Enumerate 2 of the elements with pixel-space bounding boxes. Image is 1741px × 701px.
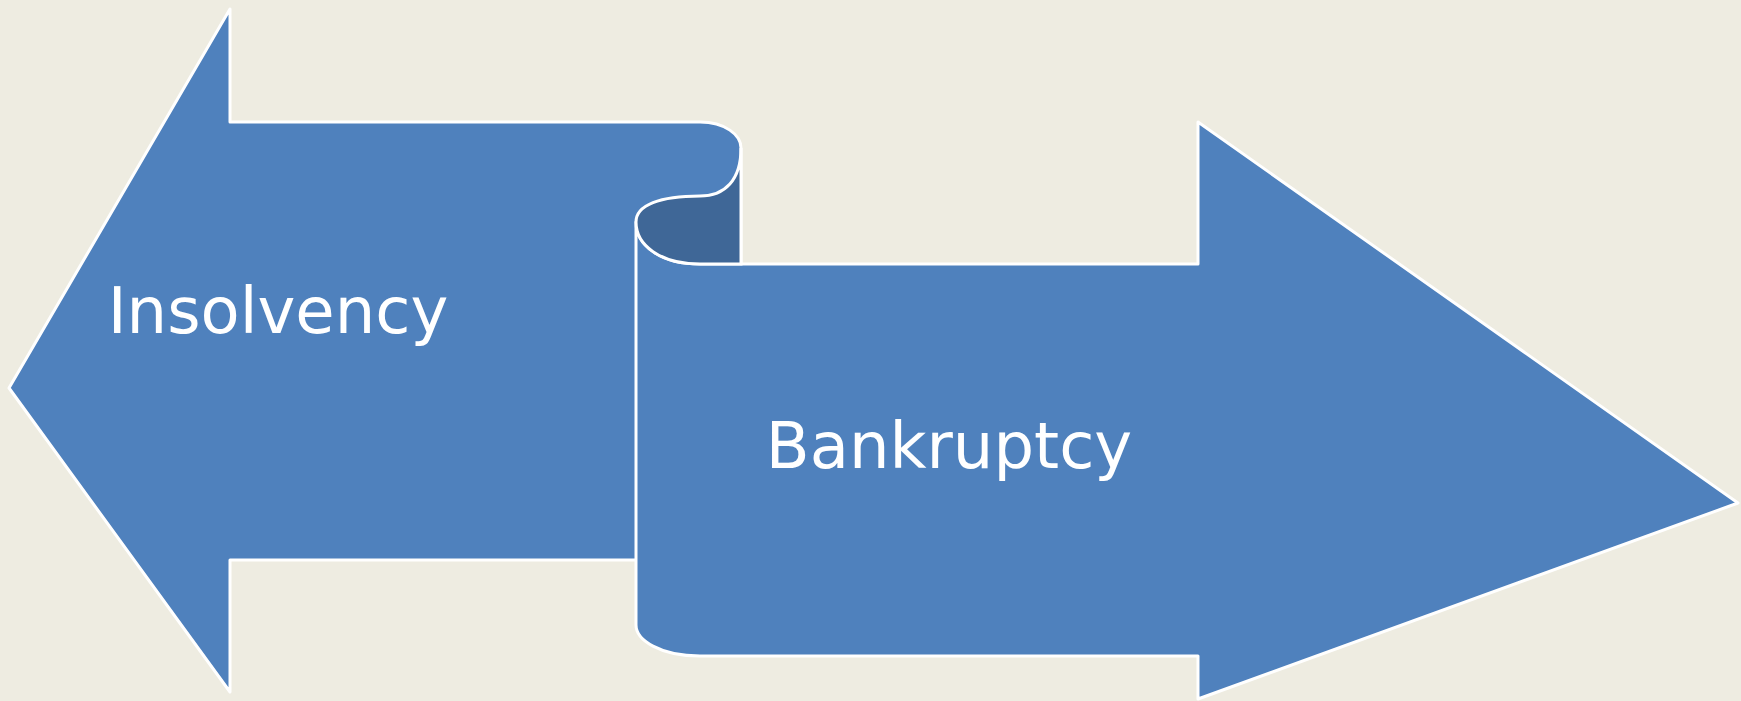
arrow-label: Bankruptcy <box>765 409 1133 483</box>
arrow-label: Insolvency <box>107 274 449 348</box>
